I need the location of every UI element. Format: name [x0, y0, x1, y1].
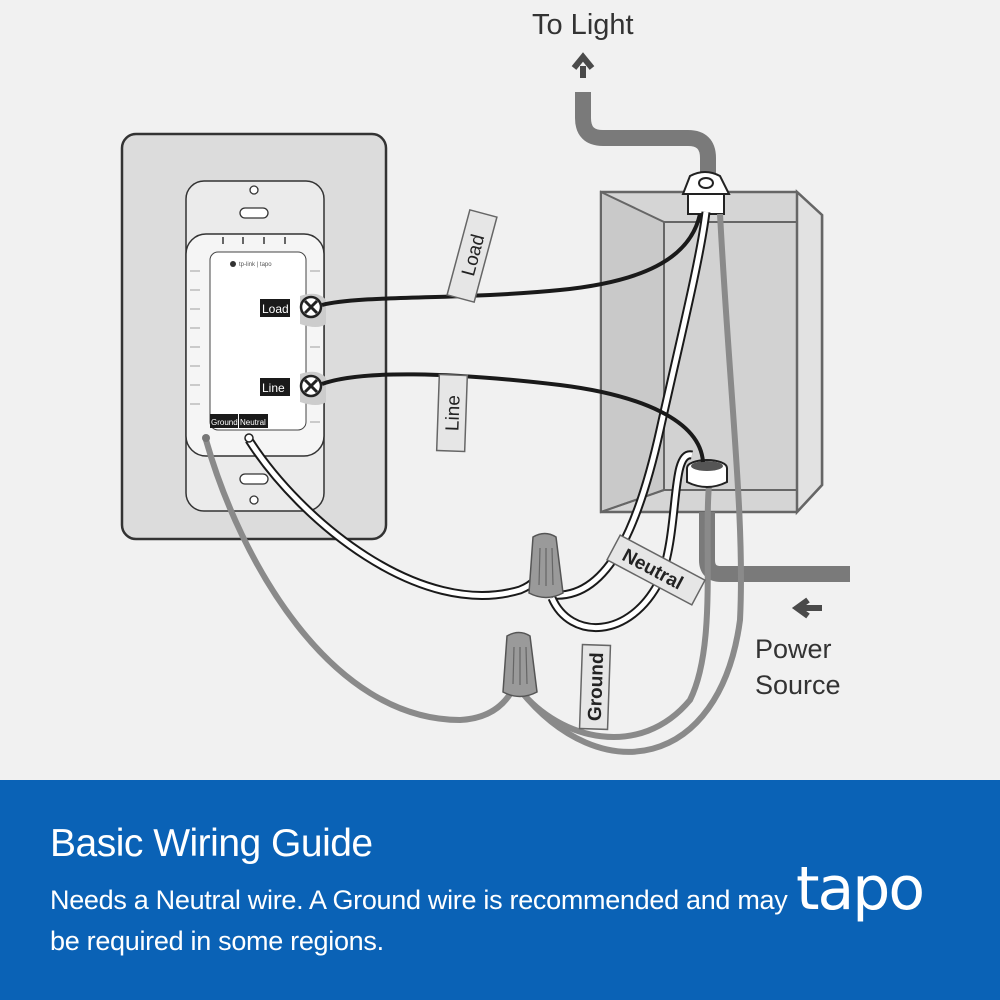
neutral-terminal	[244, 433, 254, 443]
guide-description: Needs a Neutral wire. A Ground wire is r…	[50, 885, 788, 956]
svg-text:Ground: Ground	[585, 652, 608, 721]
screw-terminal-icon	[299, 295, 323, 319]
footer-banner: Basic Wiring Guide Needs a Neutral wire.…	[0, 780, 1000, 1000]
wire-tag-ground: Ground	[578, 643, 612, 731]
terminal-label-ground: Ground	[210, 414, 238, 428]
terminal-label-neutral: Neutral	[239, 414, 268, 428]
wire-nut-icon	[502, 631, 538, 698]
tapo-logo: tapo	[796, 854, 925, 924]
tp-link-logo-icon	[230, 261, 236, 267]
arrow-left-icon	[791, 597, 822, 619]
load-wire	[321, 213, 702, 307]
screw-terminal-icon	[299, 374, 323, 398]
svg-text:Line: Line	[442, 395, 464, 432]
power-source-label-line2: Source	[755, 670, 841, 700]
svg-text:Load: Load	[262, 302, 289, 316]
cable-power-source	[699, 512, 850, 582]
line-wire	[321, 372, 705, 463]
cable-clamp-bottom	[686, 459, 728, 488]
terminal-label-load: Load	[260, 299, 290, 317]
ground-terminal	[202, 434, 210, 442]
mounting-screw-top	[239, 185, 269, 219]
svg-text:Neutral: Neutral	[240, 418, 266, 427]
wiring-diagram: To Light	[120, 9, 850, 755]
ground-wire-box-1	[517, 461, 715, 740]
arrow-up-icon	[571, 52, 595, 78]
ground-wire-box-2	[517, 213, 744, 755]
cable-clamp-top	[681, 171, 731, 215]
wire-tag-load: Load	[446, 208, 498, 304]
terminal-label-line: Line	[260, 378, 290, 396]
ground-wire-switch	[203, 437, 518, 724]
power-source-label-line1: Power	[755, 634, 832, 664]
svg-text:Ground: Ground	[211, 418, 238, 427]
mounting-screw-bottom	[239, 473, 269, 505]
cable-to-light	[575, 92, 716, 182]
switch-brand-mark: tp-link | tapo	[239, 262, 272, 268]
neutral-wire-box-top	[551, 211, 711, 600]
guide-title: Basic Wiring Guide	[50, 822, 373, 865]
wire-tag-line: Line	[435, 373, 469, 453]
to-light-label: To Light	[532, 9, 634, 41]
wire-nut-icon	[528, 532, 564, 599]
svg-text:Line: Line	[262, 381, 285, 395]
